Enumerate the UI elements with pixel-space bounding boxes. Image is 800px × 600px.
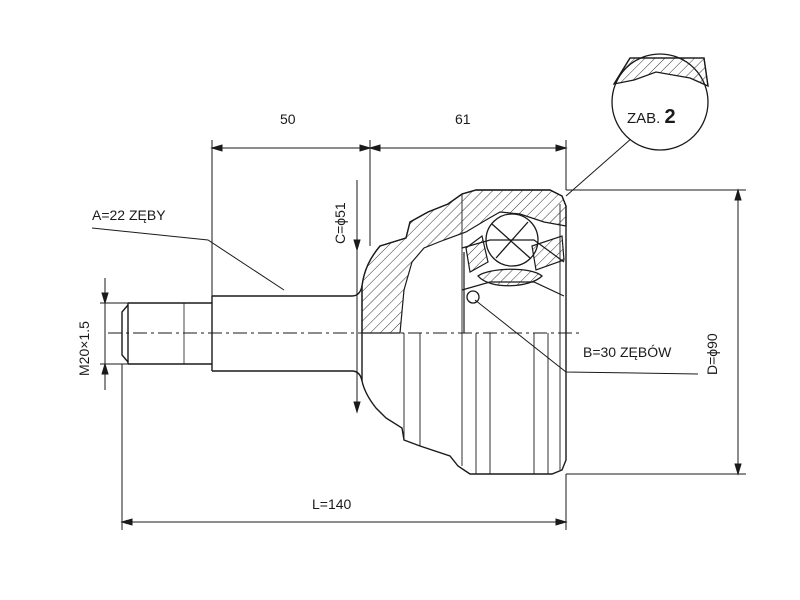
shaft-length-dimension: 50 xyxy=(280,111,296,127)
ball-and-cage xyxy=(466,213,543,304)
leader-lines xyxy=(91,137,699,375)
detail-number: 2 xyxy=(664,106,676,128)
inner-splines-label: B=30 ZĘBÓW xyxy=(583,344,672,360)
thread-label: M20×1.5 xyxy=(76,321,92,376)
diameter-c-label: C=ϕ51 xyxy=(332,202,348,244)
threaded-stub xyxy=(121,296,213,371)
detail-prefix: ZAB. xyxy=(627,110,661,127)
detail-bubble xyxy=(611,53,709,151)
detail-reference-label: ZAB. 2 xyxy=(627,107,676,127)
dimension-lines xyxy=(100,140,746,530)
diameter-d-label: D=ϕ90 xyxy=(704,333,720,375)
outer-splines-label: A=22 ZĘBY xyxy=(92,207,166,223)
housing-length-dimension: 61 xyxy=(455,111,471,127)
total-length-label: L=140 xyxy=(312,496,352,512)
